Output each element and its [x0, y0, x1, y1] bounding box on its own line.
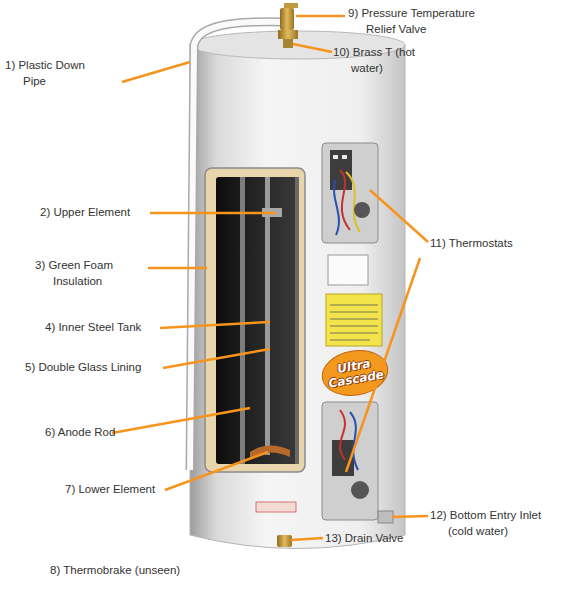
- down-pipe: [190, 22, 292, 470]
- element-head: [354, 202, 370, 218]
- drain-valve: [277, 535, 292, 547]
- thermostat-panel: [322, 143, 378, 243]
- leader-line: [296, 15, 345, 18]
- wire: [340, 410, 345, 460]
- tank-wall: [295, 177, 299, 464]
- terminal: [342, 155, 347, 159]
- wire: [334, 180, 339, 235]
- leader-line: [112, 408, 250, 433]
- valve-lever: [284, 3, 298, 8]
- part-label: 5) Double Glass Lining: [25, 360, 175, 376]
- part-label: 12) Bottom Entry Inlet (cold water): [430, 508, 560, 539]
- part-label: 6) Anode Rod: [45, 425, 145, 441]
- small-label: [256, 502, 296, 512]
- part-label: 9) Pressure Temperature Relief Valve: [348, 6, 498, 37]
- tank-body: [190, 45, 405, 549]
- sticker-lines: [330, 305, 378, 340]
- leader-line: [165, 452, 268, 490]
- leader-line: [291, 538, 323, 540]
- rating-plate: [328, 255, 368, 285]
- leader-line: [370, 190, 428, 242]
- inlet-pipe: [378, 511, 393, 523]
- part-label: 3) Green Foam Insulation: [35, 258, 145, 289]
- brand-logo: Ultra Cascade: [322, 355, 387, 391]
- relief-valve: [280, 8, 294, 30]
- element-rod: [265, 177, 270, 455]
- brass-t-stem: [283, 39, 293, 48]
- leader-line: [148, 267, 207, 270]
- part-label: 10) Brass T (hot water): [333, 45, 425, 76]
- part-label: 1) Plastic Down Pipe: [5, 58, 110, 89]
- element-head: [351, 481, 369, 499]
- part-label: 7) Lower Element: [65, 482, 175, 498]
- part-label: 8) Thermobrake (unseen): [50, 563, 250, 579]
- brass-t: [278, 30, 298, 39]
- leader-line: [163, 349, 270, 368]
- leader-line: [392, 516, 428, 517]
- warning-sticker: [326, 294, 382, 346]
- logo-badge: [319, 346, 392, 401]
- part-label: 13) Drain Valve: [325, 531, 445, 547]
- leader-line: [122, 62, 190, 82]
- leader-line: [160, 322, 270, 328]
- terminal: [333, 155, 338, 159]
- part-label: 2) Upper Element: [40, 205, 160, 221]
- leader-line: [293, 44, 332, 52]
- down-pipe-outline: [190, 22, 292, 470]
- wire: [346, 172, 360, 232]
- part-label: 4) Inner Steel Tank: [45, 320, 175, 336]
- inner-tank: [216, 177, 299, 464]
- leader-lines: [112, 16, 428, 540]
- anode-rod: [240, 177, 245, 464]
- leader-line: [150, 212, 276, 215]
- part-label: 11) Thermostats: [430, 236, 550, 252]
- wire: [340, 170, 350, 230]
